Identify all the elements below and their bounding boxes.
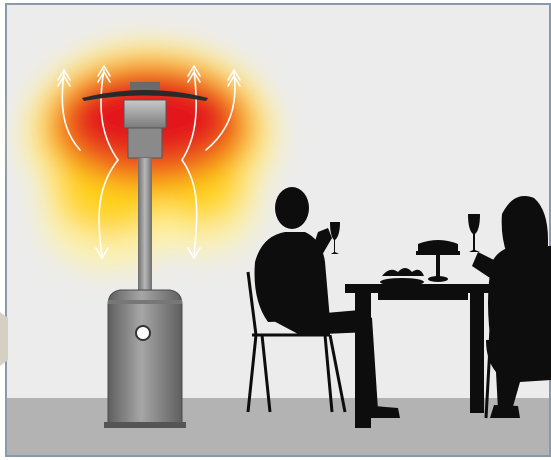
floor: [6, 398, 551, 456]
heater-pole: [138, 158, 152, 298]
edge-object: [0, 312, 8, 366]
heater-ignition-knob: [136, 326, 150, 340]
heater-burner: [124, 100, 166, 128]
heater-tank: [108, 290, 182, 425]
